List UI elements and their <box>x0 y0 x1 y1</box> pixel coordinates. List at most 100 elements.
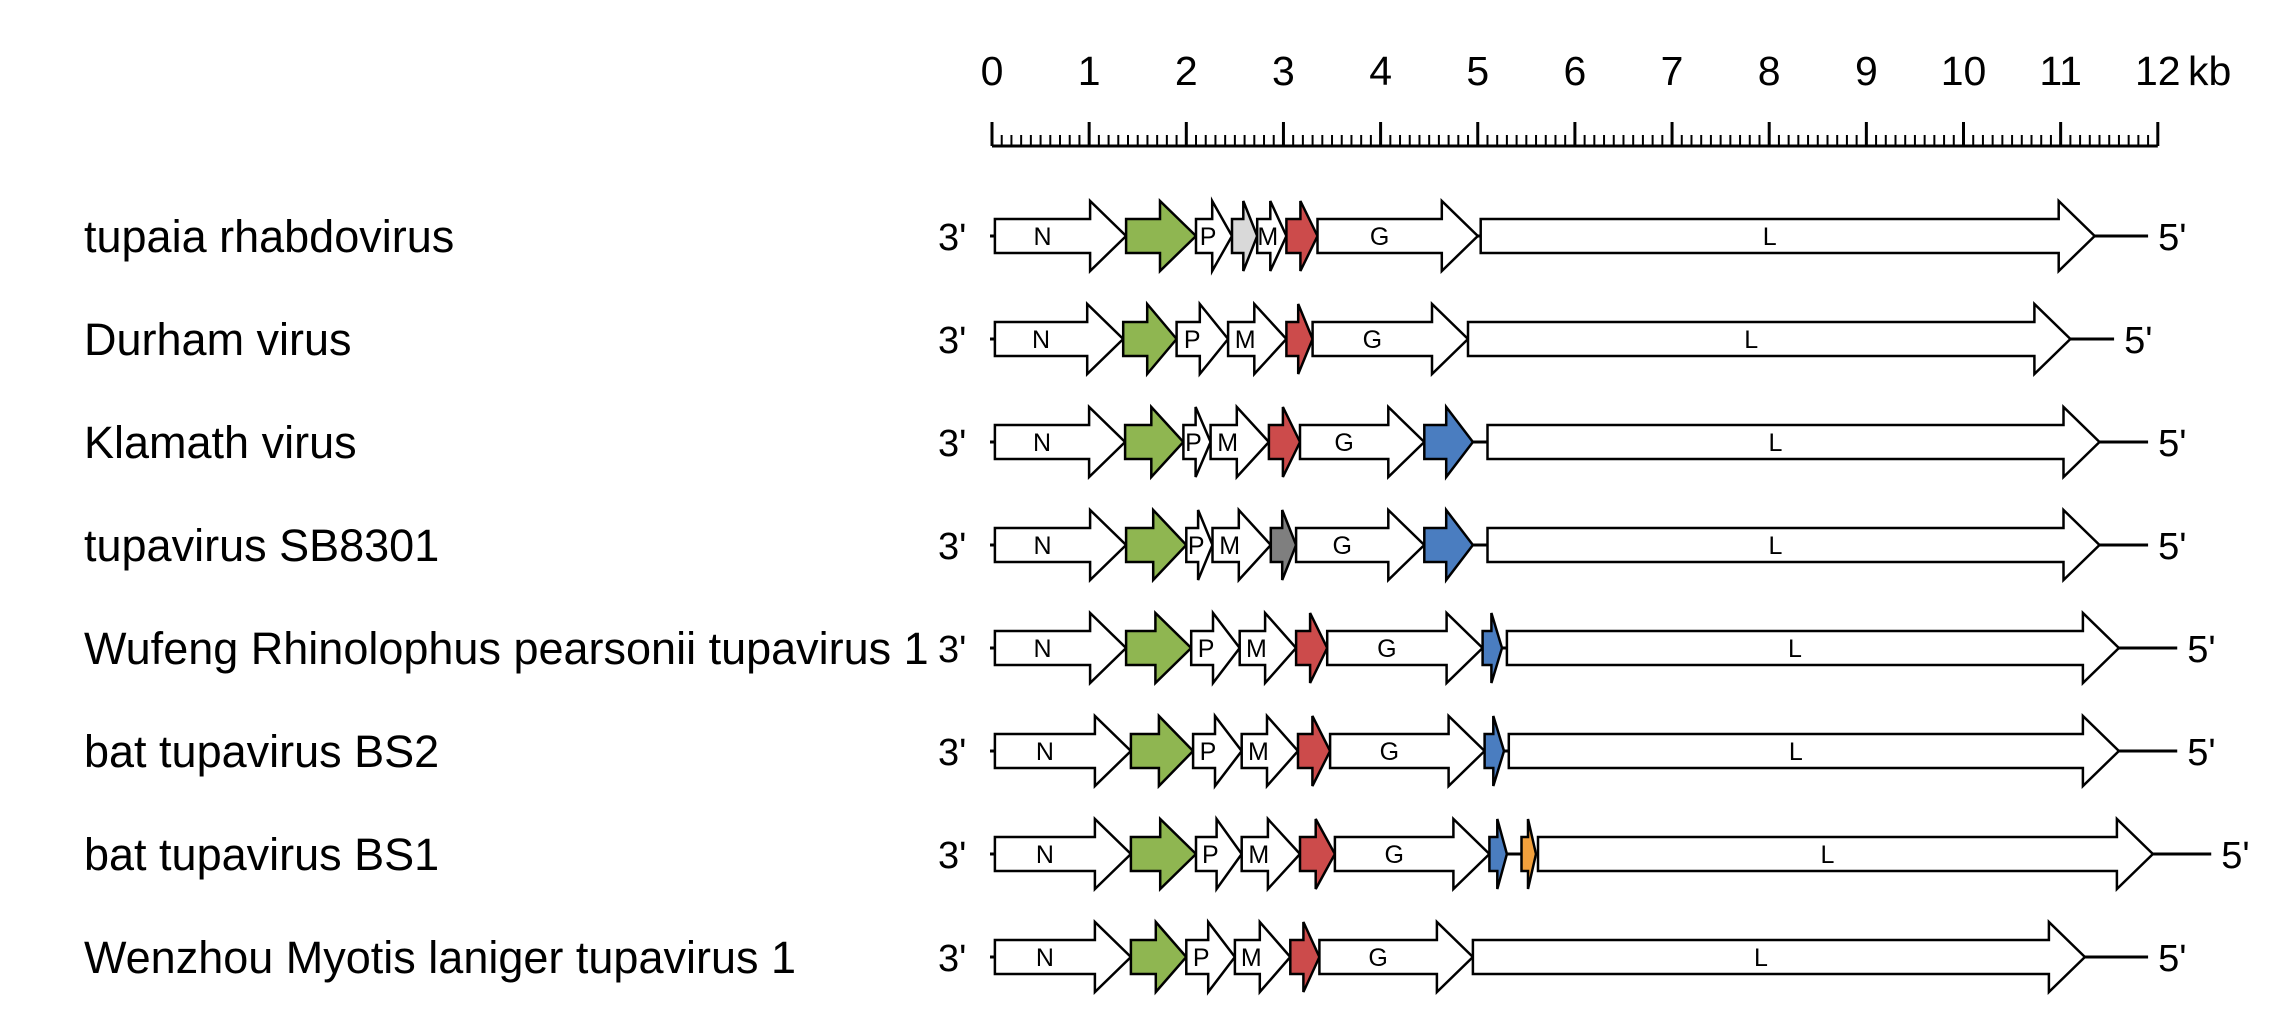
gene-label: L <box>1821 841 1835 869</box>
scale-tick-label: 5 <box>1466 48 1489 94</box>
gene-arrow-g <box>1328 713 1487 789</box>
gene-label: M <box>1248 738 1269 766</box>
gene-label: L <box>1789 738 1803 766</box>
five-prime-label: 5' <box>2158 423 2186 465</box>
gene-arrow-p <box>1191 712 1244 790</box>
gene-arrow-red <box>1298 818 1337 890</box>
gene-arrow-light-gray <box>1230 200 1259 272</box>
gene-arrow-dark-gray <box>1269 509 1298 581</box>
gene-arrow-green <box>1124 198 1198 274</box>
gene-arrow-m <box>1233 918 1292 996</box>
gene-arrow-g <box>1298 404 1427 480</box>
gene-arrow-l <box>1486 404 2102 480</box>
gene-arrow-l <box>1507 713 2121 789</box>
gene-label: M <box>1257 223 1278 251</box>
gene-arrow-green <box>1129 918 1188 996</box>
gene-label: N <box>1033 429 1051 457</box>
three-prime-label: 3' <box>938 526 966 568</box>
gene-arrow-m <box>1226 300 1289 378</box>
gene-arrow-g <box>1318 919 1475 995</box>
gene-arrow-g <box>1316 198 1480 274</box>
scale-tick-label: 9 <box>1855 48 1878 94</box>
gene-arrow-green <box>1129 816 1198 892</box>
gene-arrow-l <box>1505 610 2121 686</box>
gene-arrow-blue <box>1423 403 1475 481</box>
gene-arrow-green <box>1129 712 1195 790</box>
gene-label: N <box>1033 532 1051 560</box>
gene-label: N <box>1036 841 1054 869</box>
gene-arrow-m <box>1209 403 1271 481</box>
gene-label: L <box>1769 429 1783 457</box>
gene-arrow-m <box>1255 200 1288 272</box>
gene-arrow-m <box>1240 815 1302 893</box>
gene-arrow-blue <box>1488 818 1509 890</box>
gene-label: G <box>1384 841 1403 869</box>
scale-tick-label: 12 <box>2135 48 2181 94</box>
virus-name: Wenzhou Myotis laniger tupavirus 1 <box>84 932 796 983</box>
three-prime-label: 3' <box>938 629 966 671</box>
gene-arrow-g <box>1311 301 1470 377</box>
virus-name: Klamath virus <box>84 417 357 468</box>
gene-arrow-p <box>1189 609 1242 687</box>
five-prime-label: 5' <box>2158 217 2186 259</box>
gene-label: M <box>1248 841 1269 869</box>
gene-arrow-g <box>1325 610 1485 686</box>
gene-arrow-g <box>1294 507 1427 583</box>
gene-label: G <box>1370 223 1389 251</box>
gene-arrow-p <box>1185 918 1237 996</box>
gene-arrow-red <box>1294 612 1329 684</box>
gene-label: G <box>1363 326 1382 354</box>
gene-arrow-blue <box>1423 506 1475 584</box>
gene-arrow-p <box>1185 509 1214 581</box>
gene-arrow-n <box>993 713 1133 789</box>
gene-label: N <box>1033 635 1051 663</box>
gene-arrow-m <box>1238 609 1298 687</box>
scale-tick-label: 8 <box>1758 48 1781 94</box>
gene-arrow-red <box>1285 303 1314 375</box>
gene-label: L <box>1788 635 1802 663</box>
gene-arrow-red <box>1267 406 1302 478</box>
five-prime-label: 5' <box>2187 629 2215 671</box>
scale-tick-label: 1 <box>1078 48 1101 94</box>
gene-arrow-n <box>993 198 1128 274</box>
gene-arrow-l <box>1536 816 2155 892</box>
gene-arrow-blue <box>1481 612 1504 684</box>
gene-arrow-m <box>1240 712 1300 790</box>
gene-label: P <box>1198 635 1215 663</box>
gene-label: N <box>1033 223 1051 251</box>
gene-arrow-l <box>1466 301 2073 377</box>
scale-tick-label: 3 <box>1272 48 1295 94</box>
gene-label: M <box>1241 944 1262 972</box>
gene-label: P <box>1185 429 1202 457</box>
gene-label: P <box>1202 841 1219 869</box>
five-prime-label: 5' <box>2158 938 2186 980</box>
three-prime-label: 3' <box>938 320 966 362</box>
gene-arrow-red <box>1285 200 1319 272</box>
virus-name: Wufeng Rhinolophus pearsonii tupavirus 1 <box>84 623 929 674</box>
gene-label: N <box>1032 326 1050 354</box>
virus-name: tupaia rhabdovirus <box>84 211 454 262</box>
scale-tick-label: 11 <box>2039 48 2082 94</box>
scale-tick-label: 2 <box>1175 48 1198 94</box>
gene-label: P <box>1188 532 1205 560</box>
gene-label: P <box>1184 326 1201 354</box>
five-prime-label: 5' <box>2187 732 2215 774</box>
gene-arrow-l <box>1486 507 2102 583</box>
virus-name: tupavirus SB8301 <box>84 520 439 571</box>
scale-tick-label: 6 <box>1563 48 1586 94</box>
five-prime-label: 5' <box>2124 320 2152 362</box>
gene-arrow-n <box>993 301 1125 377</box>
gene-arrow-green <box>1123 403 1186 481</box>
gene-label: M <box>1235 326 1256 354</box>
gene-label: M <box>1246 635 1267 663</box>
gene-arrow-l <box>1479 198 2097 274</box>
scale-unit-label: kb <box>2188 48 2231 94</box>
